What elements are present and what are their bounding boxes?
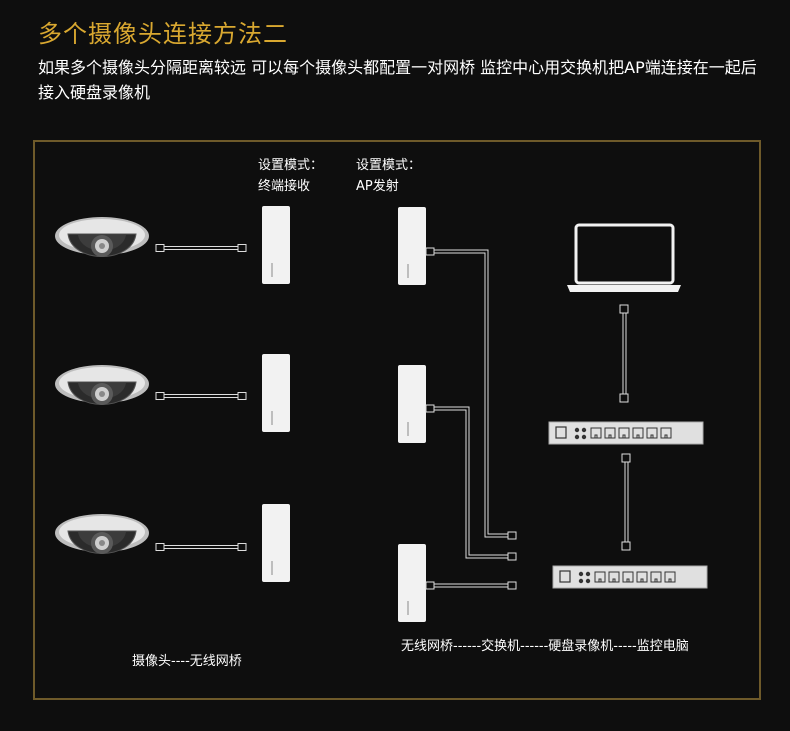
- ap-mode-value: AP发射: [356, 179, 399, 194]
- diagram-panel: [33, 140, 761, 700]
- ap-bridge-icon-2: [397, 364, 427, 444]
- ap-bridge-icon-1: [397, 206, 427, 286]
- page-title: 多个摄像头连接方法二: [38, 20, 288, 48]
- left-chain-label: 摄像头----无线网桥: [132, 654, 242, 669]
- camera-icon-3: [54, 513, 150, 555]
- camera-cable-1: [155, 244, 247, 252]
- right-chain-label: 无线网桥------交换机------硬盘录像机-----监控电脑: [401, 639, 689, 654]
- receiver-mode-label: 设置模式：: [258, 158, 324, 173]
- camera-icon-2: [54, 364, 150, 406]
- recorder-switch-cable: [621, 453, 631, 551]
- receiver-mode-value: 终端接收: [258, 179, 311, 194]
- ap-switch-cables: [425, 247, 517, 590]
- description-text: 如果多个摄像头分隔距离较远 可以每个摄像头都配置一对网桥 监控中心用交换机把AP…: [38, 58, 757, 102]
- receiver-bridge-icon-3: [261, 503, 291, 583]
- camera-cable-2: [155, 392, 247, 400]
- ap-mode-label: 设置模式：: [356, 158, 422, 173]
- laptop-icon: [567, 223, 681, 292]
- camera-icon-1: [54, 216, 150, 258]
- receiver-bridge-icon-1: [261, 205, 291, 285]
- camera-cable-3: [155, 543, 247, 551]
- recorder-icon: [548, 421, 704, 445]
- laptop-nvr-cable: [619, 304, 629, 403]
- ap-bridge-icon-3: [397, 543, 427, 623]
- receiver-bridge-icon-2: [261, 353, 291, 433]
- switch-icon: [552, 565, 708, 589]
